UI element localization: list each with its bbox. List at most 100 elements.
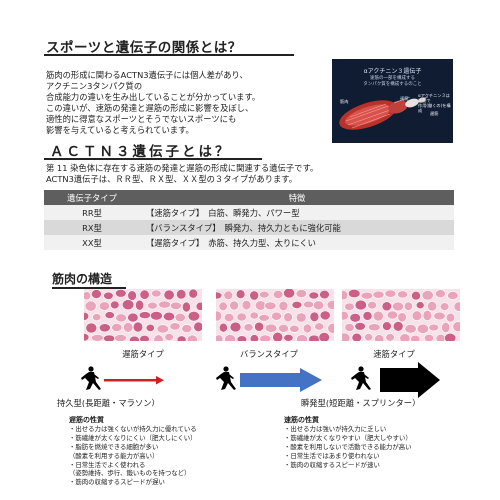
speed-arrows (81, 362, 440, 398)
tissue-cell (319, 310, 331, 321)
tissue-cell (385, 333, 395, 341)
list-item: ・出せる力は強くないが持久力に優れている (69, 424, 197, 433)
tissue-cell (139, 335, 150, 341)
table-row: RX型 【バランスタイプ】 瞬発力、持久力ともに強化可能 (44, 220, 454, 235)
tissue-cell (164, 333, 174, 341)
tissue-cell (445, 312, 456, 323)
list-item: ・酸素を利用しないで活動できる能力が高い (284, 442, 412, 451)
tissue-cell (447, 291, 459, 300)
tissue-cell (84, 312, 89, 321)
tissue-label-slow: 遅筋タイプ (122, 349, 164, 359)
tissue-cell (229, 300, 239, 311)
tissue-cell (156, 324, 169, 334)
tissue-cell (219, 322, 228, 333)
tissue-cell (295, 289, 308, 298)
intro-line: 適性的に得意なスポーツとそうでないスポーツにも (46, 114, 237, 124)
section1-intro: 筋肉の形成に関わるACTN3遺伝子には個人差があり、 アクチニン3タンパク質の … (46, 70, 326, 136)
tissue-cell (397, 290, 408, 299)
tissue-cell (313, 300, 325, 311)
muscle-image-title: αアクチニン３遺伝子 (363, 68, 422, 75)
muscle-label-right-line: 作用(働くの)を構成 (418, 103, 451, 113)
tissue-cell (303, 323, 312, 334)
muscle-illustration: αアクチニン３遺伝子 速筋の一部を構成する タンパク質を構成するのこと 筋肉 速… (332, 59, 453, 143)
tissue-cell (84, 300, 97, 312)
tissue-fast-image (342, 289, 460, 341)
tissue-cell (127, 290, 137, 301)
endurance-caption: 持久型(長距離・マラソン） (57, 398, 160, 408)
tissue-cell (351, 332, 362, 341)
tissue-cell (223, 313, 235, 322)
tissue-cell (354, 322, 366, 331)
tissue-cell (110, 300, 120, 310)
table-cell-type: RX型 (44, 220, 140, 235)
table-cell-feature: 【遅筋タイプ】 赤筋、持久力型、太りにくい (140, 235, 454, 250)
tissue-cell (150, 311, 163, 321)
tissue-cell (254, 300, 267, 311)
tissue-cell (439, 302, 450, 311)
tissue-cell (182, 301, 191, 313)
tissue-cell (433, 311, 446, 321)
tissue-cell (235, 289, 246, 299)
tissue-cell (114, 334, 127, 341)
tissue-cell (216, 291, 223, 300)
tissue-cell (129, 335, 140, 341)
tissue-cell (367, 301, 377, 310)
intro-line: この違いが、速筋の発達と遅筋の形成に影響を及ぼし、 (46, 103, 254, 113)
table-row: XX型 【遅筋タイプ】 赤筋、持久力型、太りにくい (44, 235, 454, 250)
list-item: ・筋繊維が太くなりやすい（肥大しやすい） (284, 433, 412, 442)
tissue-cell (229, 321, 242, 333)
tissue-cell (170, 301, 182, 310)
tissue-cell (428, 323, 440, 332)
tissue-cell (372, 290, 385, 299)
tissue-cell (135, 299, 144, 311)
intro-line: 筋肉の形成に関わるACTN3遺伝子には個人差があり、 (46, 70, 248, 80)
tissue-cell (254, 321, 264, 332)
desc-line: 第 11 染色体に存在する速筋の発達と遅筋の形成に関連する遺伝子です。 (46, 163, 319, 173)
table-cell-feature: 【速筋タイプ】 白筋、瞬発力、パワー型 (140, 205, 454, 220)
tissue-cell (354, 299, 367, 311)
tissue-cell (139, 289, 150, 300)
tissue-cell (411, 290, 421, 301)
tissue-cell (422, 309, 433, 321)
tissue-cell (360, 291, 374, 300)
tissue-cell (188, 289, 198, 299)
tissue-cell (327, 323, 334, 334)
tissue-cell (147, 301, 158, 310)
tissue-cell (303, 300, 314, 309)
muscle-label-right-line: αアクチニン３は速筋で (418, 93, 450, 103)
intro-line: 合成能力の違いを生み出していることが分かっています。 (46, 92, 261, 102)
tissue-cell (193, 321, 202, 333)
black-arrow (380, 362, 440, 398)
runner-icon (216, 366, 236, 390)
intro-line: 影響を与えていると考えられています。 (46, 125, 194, 135)
tissue-cell (415, 301, 425, 310)
tissue-cell (216, 334, 224, 341)
slow-muscle-properties: 遅筋の性質 ・出せる力は強くないが持久力に優れている ・筋繊維が太くなりにくい（… (69, 416, 197, 487)
list-item: （姿勢維持、歩行、鍛いものを持つなど） (69, 469, 191, 478)
tissue-cell (349, 313, 361, 323)
tissue-cell (374, 334, 385, 341)
table-cell-type: XX型 (44, 235, 140, 250)
tissue-cell (444, 332, 457, 341)
table-header-feature: 特徴 (140, 190, 454, 205)
tissue-cell (84, 291, 92, 301)
muscle-label-mid: 速筋 (400, 96, 409, 101)
tissue-cell (92, 313, 102, 322)
tissue-cell (308, 291, 320, 300)
tissue-balance-image (216, 289, 334, 341)
tissue-cell (296, 334, 308, 341)
tissue-cell (386, 310, 399, 320)
tissue-cell (153, 334, 164, 341)
tissue-cell (404, 324, 417, 334)
tissue-cell (115, 313, 127, 323)
slow-properties-heading: 遅筋の性質 (69, 416, 104, 424)
tissue-cell (236, 335, 248, 341)
section3-underline (52, 287, 126, 289)
tissue-cell (243, 323, 254, 332)
section3-title: 筋肉の構造 (52, 272, 113, 286)
tissue-cell (272, 290, 284, 299)
section2-title: ＡＣＴＮ３遺伝子とは？ (50, 144, 232, 160)
tissue-cell (283, 289, 295, 299)
tissue-cell (236, 312, 247, 322)
tissue-cell (278, 300, 289, 311)
